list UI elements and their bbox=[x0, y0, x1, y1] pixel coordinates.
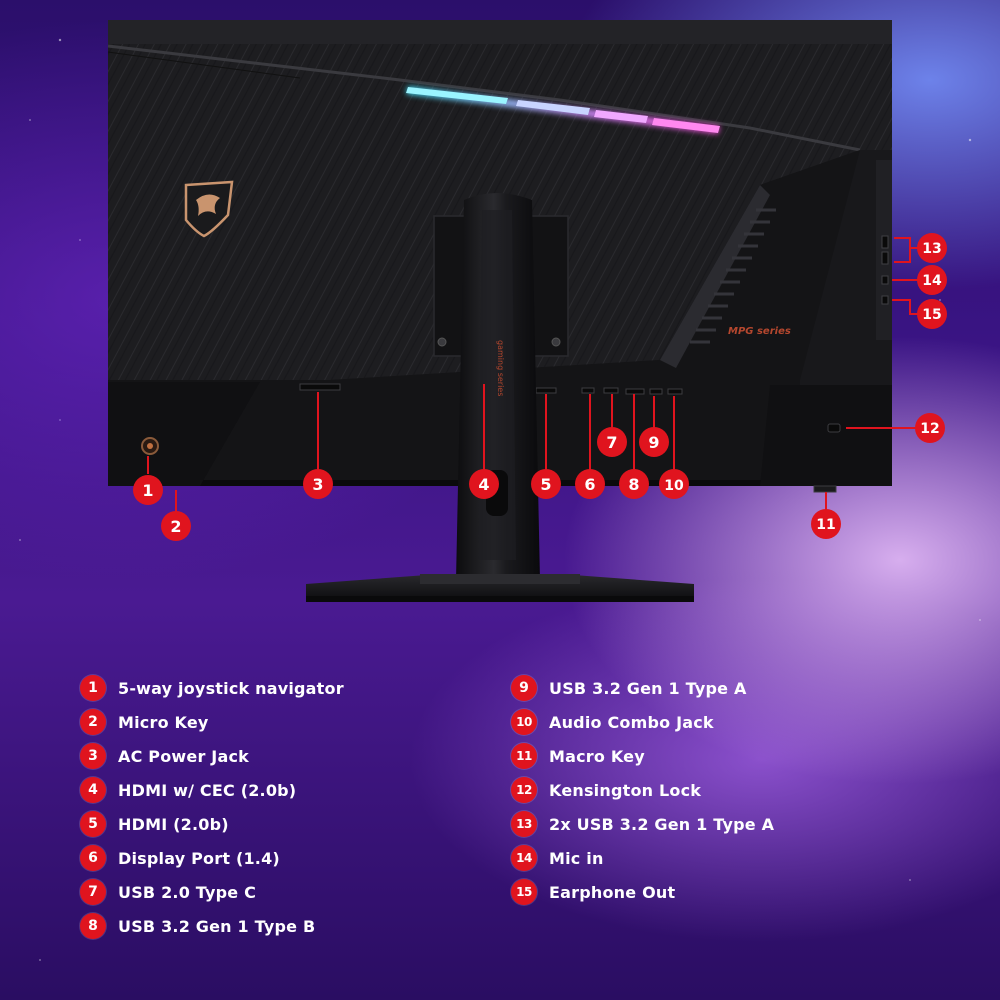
legend-number-badge: 4 bbox=[80, 777, 106, 803]
legend-number-badge: 6 bbox=[80, 845, 106, 871]
svg-text:15: 15 bbox=[922, 307, 941, 323]
msi-dragon-shield-logo bbox=[184, 180, 234, 238]
callout-6: 6 bbox=[575, 469, 605, 499]
svg-text:7: 7 bbox=[606, 433, 617, 452]
legend-label: Mic in bbox=[549, 848, 604, 868]
legend-number-badge: 12 bbox=[511, 777, 537, 803]
callout-11: 11 bbox=[811, 509, 841, 539]
legend-label: USB 3.2 Gen 1 Type A bbox=[549, 678, 747, 698]
legend-number-badge: 8 bbox=[80, 913, 106, 939]
callout-badges: 1 2 3 4 5 6 7 8 9 10 11 12 13 14 15 bbox=[133, 233, 947, 541]
svg-text:4: 4 bbox=[478, 475, 489, 494]
legend-label: HDMI w/ CEC (2.0b) bbox=[118, 780, 297, 800]
svg-text:11: 11 bbox=[816, 517, 835, 533]
legend-item: 13 2x USB 3.2 Gen 1 Type A bbox=[511, 810, 774, 838]
legend-label: Display Port (1.4) bbox=[118, 848, 280, 868]
callout-15: 15 bbox=[917, 299, 947, 329]
svg-text:5: 5 bbox=[540, 475, 551, 494]
legend-label: Audio Combo Jack bbox=[549, 712, 714, 732]
legend-label: Macro Key bbox=[549, 746, 645, 766]
svg-text:6: 6 bbox=[584, 475, 595, 494]
svg-text:1: 1 bbox=[142, 481, 153, 500]
legend-item: 10 Audio Combo Jack bbox=[511, 708, 714, 736]
legend-label: 5-way joystick navigator bbox=[118, 678, 344, 698]
legend-item: 3 AC Power Jack bbox=[80, 742, 249, 770]
legend-number-badge: 14 bbox=[511, 845, 537, 871]
svg-text:10: 10 bbox=[664, 478, 684, 494]
callout-2: 2 bbox=[161, 511, 191, 541]
callout-12: 12 bbox=[915, 413, 945, 443]
mpg-series-logo: MPG series bbox=[728, 326, 791, 337]
svg-text:8: 8 bbox=[628, 475, 639, 494]
stand-branding: gaming series bbox=[496, 340, 505, 396]
legend-label: 2x USB 3.2 Gen 1 Type A bbox=[549, 814, 775, 834]
svg-text:13: 13 bbox=[922, 241, 941, 257]
legend-item: 12 Kensington Lock bbox=[511, 776, 701, 804]
svg-text:9: 9 bbox=[648, 433, 659, 452]
callout-3: 3 bbox=[303, 469, 333, 499]
legend-item: 7 USB 2.0 Type C bbox=[80, 878, 256, 906]
legend-item: 4 HDMI w/ CEC (2.0b) bbox=[80, 776, 296, 804]
side-ports bbox=[881, 235, 889, 305]
legend-item: 15 Earphone Out bbox=[511, 878, 675, 906]
svg-text:14: 14 bbox=[922, 273, 942, 289]
callout-10: 10 bbox=[659, 469, 689, 499]
port-row bbox=[299, 383, 683, 395]
callout-1: 1 bbox=[133, 475, 163, 505]
svg-text:12: 12 bbox=[920, 421, 939, 437]
callout-7: 7 bbox=[597, 427, 627, 457]
legend-number-badge: 3 bbox=[80, 743, 106, 769]
legend-item: 9 USB 3.2 Gen 1 Type A bbox=[511, 674, 747, 702]
legend-label: Micro Key bbox=[118, 712, 209, 732]
legend-item: 14 Mic in bbox=[511, 844, 604, 872]
legend-item: 6 Display Port (1.4) bbox=[80, 844, 280, 872]
svg-text:3: 3 bbox=[312, 475, 323, 494]
legend-number-badge: 7 bbox=[80, 879, 106, 905]
legend-number-badge: 2 bbox=[80, 709, 106, 735]
legend-label: USB 3.2 Gen 1 Type B bbox=[118, 916, 316, 936]
legend-number-badge: 13 bbox=[511, 811, 537, 837]
legend-label: HDMI (2.0b) bbox=[118, 814, 229, 834]
legend-number-badge: 15 bbox=[511, 879, 537, 905]
callout-leaders bbox=[147, 237, 918, 512]
legend-number-badge: 1 bbox=[80, 675, 106, 701]
legend-label: USB 2.0 Type C bbox=[118, 882, 257, 902]
svg-text:2: 2 bbox=[170, 517, 181, 536]
legend-item: 11 Macro Key bbox=[511, 742, 645, 770]
legend-number-badge: 9 bbox=[511, 675, 537, 701]
stand-base bbox=[306, 574, 694, 602]
legend-label: Kensington Lock bbox=[549, 780, 702, 800]
callout-14: 14 bbox=[917, 265, 947, 295]
legend-item: 5 HDMI (2.0b) bbox=[80, 810, 229, 838]
callout-9: 9 bbox=[639, 427, 669, 457]
legend-number-badge: 11 bbox=[511, 743, 537, 769]
callout-5: 5 bbox=[531, 469, 561, 499]
legend-number-badge: 10 bbox=[511, 709, 537, 735]
callout-13: 13 bbox=[917, 233, 947, 263]
rgb-light-bar bbox=[406, 86, 720, 134]
callout-8: 8 bbox=[619, 469, 649, 499]
callout-4: 4 bbox=[469, 469, 499, 499]
legend-label: AC Power Jack bbox=[118, 746, 249, 766]
legend-label: Earphone Out bbox=[549, 882, 676, 902]
legend-item: 2 Micro Key bbox=[80, 708, 209, 736]
kensington-slot bbox=[827, 423, 841, 433]
legend-number-badge: 5 bbox=[80, 811, 106, 837]
legend-item: 8 USB 3.2 Gen 1 Type B bbox=[80, 912, 315, 940]
legend-item: 1 5-way joystick navigator bbox=[80, 674, 344, 702]
